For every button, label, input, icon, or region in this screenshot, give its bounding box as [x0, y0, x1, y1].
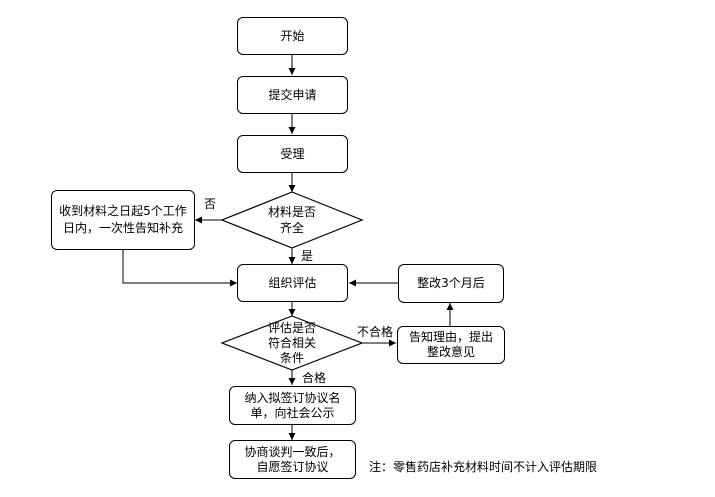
submit-node: 提交申请	[237, 76, 348, 114]
start-label: 开始	[280, 28, 305, 43]
criteria-check-text: 评估是否 符合相关 条件	[252, 318, 332, 368]
footnote: 注：零售药店补充材料时间不计入评估期限	[369, 460, 598, 474]
submit-label: 提交申请	[268, 87, 317, 102]
notify-line-2: 整改意见	[426, 345, 475, 359]
evaluate-node: 组织评估	[237, 264, 348, 302]
accept-node: 受理	[237, 135, 348, 173]
criteria-check-line-3: 条件	[279, 350, 304, 365]
materials-check-line-1: 材料是否	[267, 205, 316, 219]
supplement-node: 收到材料之日起5个工作 日内，一次性告知补充	[51, 190, 195, 250]
include-line-2: 单，向社会公示	[250, 405, 335, 420]
accept-label: 受理	[280, 146, 305, 161]
start-node: 开始	[237, 17, 348, 55]
rectify-node: 整改3个月后	[398, 264, 504, 303]
edge-label-pass: 合格	[302, 371, 327, 385]
negotiate-line-1: 协商谈判一致后，	[244, 444, 341, 459]
include-line-1: 纳入拟签订协议名	[244, 390, 341, 405]
materials-check-text: 材料是否 齐全	[242, 204, 342, 236]
arrow-supplement-evaluate	[122, 250, 237, 287]
rectify-label: 整改3个月后	[417, 276, 485, 290]
notify-node: 告知理由，提出 整改意见	[397, 326, 505, 364]
criteria-check-diamond	[220, 315, 364, 371]
edge-label-yes: 是	[301, 249, 314, 263]
criteria-check-line-2: 符合相关	[267, 335, 316, 350]
negotiate-node: 协商谈判一致后， 自愿签订协议	[229, 440, 356, 479]
supplement-line-1: 收到材料之日起5个工作	[59, 204, 187, 218]
materials-check-diamond	[220, 191, 364, 249]
edge-label-no: 否	[204, 197, 217, 211]
criteria-check-line-1: 评估是否	[267, 320, 316, 335]
materials-check-line-2: 齐全	[279, 221, 304, 235]
include-node: 纳入拟签订协议名 单，向社会公示	[229, 386, 356, 425]
edge-label-fail: 不合格	[357, 325, 394, 339]
notify-line-1: 告知理由，提出	[408, 330, 493, 344]
evaluate-label: 组织评估	[268, 275, 317, 290]
supplement-line-2: 日内，一次性告知补充	[62, 221, 183, 235]
negotiate-line-2: 自愿签订协议	[256, 459, 329, 474]
